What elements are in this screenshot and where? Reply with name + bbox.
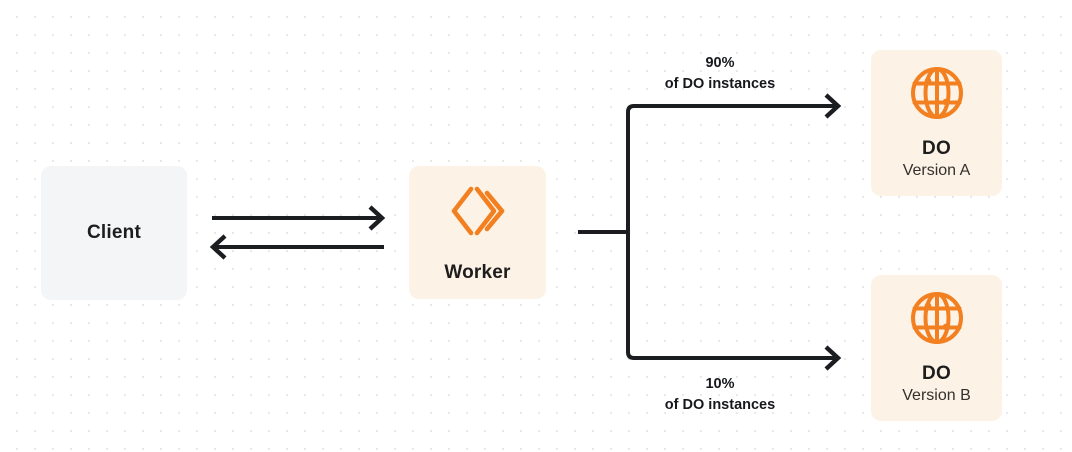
node-do-b-label: DO <box>922 362 951 384</box>
globe-icon <box>908 64 966 127</box>
node-do-a-sublabel: Version A <box>902 162 971 180</box>
edge-label-bottom-percent: 10% <box>705 376 735 392</box>
edge-label-top-percent: 90% <box>705 55 735 71</box>
cloudflare-workers-icon <box>447 180 509 247</box>
node-do-version-a[interactable]: DO Version A <box>871 50 1002 196</box>
node-worker[interactable]: Worker <box>409 166 546 299</box>
edge-label-bottom-description: of DO instances <box>664 397 776 414</box>
edge-worker-to-client <box>209 234 384 260</box>
node-do-version-b[interactable]: DO Version B <box>871 275 1002 421</box>
edge-label-bottom: 10% of DO instances <box>665 374 775 416</box>
edge-client-to-worker <box>212 205 386 231</box>
edge-label-top-description: of DO instances <box>664 76 776 93</box>
node-client[interactable]: Client <box>41 166 187 300</box>
node-worker-label: Worker <box>444 262 511 284</box>
edge-worker-to-do-a <box>626 93 842 234</box>
node-do-a-label: DO <box>922 137 951 159</box>
node-client-label: Client <box>87 222 141 244</box>
globe-icon <box>908 289 966 352</box>
edge-label-top: 90% of DO instances <box>665 53 775 95</box>
node-do-b-sublabel: Version B <box>902 387 971 405</box>
edge-worker-to-do-b <box>626 230 842 371</box>
